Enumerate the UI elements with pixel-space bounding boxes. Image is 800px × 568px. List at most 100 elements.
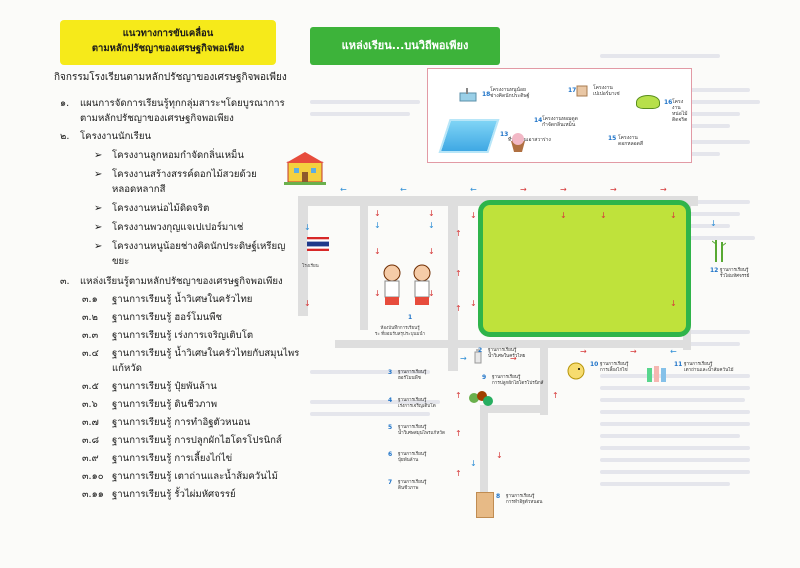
station-line: เตาถ่านและน้ำส้มควันไม้ — [684, 367, 734, 373]
station-number: 7 — [388, 479, 393, 486]
direction-arrow-icon: ↓ — [560, 211, 567, 220]
faint-text-line — [600, 398, 745, 402]
direction-arrow-icon: ↑ — [455, 269, 462, 278]
direction-arrow-icon: ↓ — [374, 247, 381, 256]
direction-arrow-icon: ↓ — [600, 211, 607, 220]
station-number: ๓.๘ — [82, 435, 100, 446]
direction-arrow-icon: ↓ — [496, 451, 503, 460]
intro-heading: กิจกรรมโรงเรียนตามหลักปรัชญาของเศรษฐกิจพ… — [54, 72, 287, 83]
faint-text-line — [310, 112, 410, 116]
station-list-item: ๓.๗ ฐานการเรียนรู้ การทำอิฐตัวหนอน — [82, 415, 300, 430]
station-line: การทำอิฐตัวหนอน — [506, 499, 543, 505]
worm-brick-icon — [476, 492, 494, 518]
title-line-1: แนวทางการขับเคลื่อน — [122, 28, 214, 39]
direction-arrow-icon: ↓ — [304, 223, 311, 232]
direction-arrow-icon: ↓ — [428, 209, 435, 218]
direction-arrow-icon: ↑ — [552, 391, 559, 400]
station-number: ๓.๗ — [82, 417, 99, 428]
flower-icon — [511, 133, 525, 152]
station-list-item: ๓.๖ ฐานการเรียนรู้ ดินชีวภาพ — [82, 397, 300, 412]
legend-14: โครงงานหอมดูดกำจัดกลิ่นเหม็น — [542, 116, 578, 128]
station-text: ฐานการเรียนรู้ น้ำวิเศษในครัวไทยกับสมุนไ… — [112, 348, 300, 359]
station-line: เร่งการเจริญเติบโต — [398, 403, 436, 409]
title-line-2: ตามหลักปรัชญาของเศรษฐกิจพอเพียง — [91, 43, 245, 54]
faint-text-line — [600, 458, 750, 462]
station-line: การเลี้ยงไก่ไข่ — [600, 367, 628, 373]
outline-item-1: ๑. แผนการจัดการเรียนรู้ทุกกลุ่มสาระฯโดยบ… — [60, 96, 300, 126]
station-number: ๓.๒ — [82, 312, 98, 323]
station-line: ปุ๋ยพันล้าน — [398, 457, 419, 463]
station-text: ฐานการเรียนรู้ ดินชีวภาพ — [112, 399, 218, 410]
faint-text-line — [310, 370, 430, 374]
vegetables-icon — [469, 391, 493, 406]
station-list-item: ๓.๔ฐานการเรียนรู้ น้ำวิเศษในครัวไทยกับสม… — [82, 346, 300, 376]
bottle-icon — [474, 349, 482, 364]
bamboo-shoot-icon — [636, 95, 660, 109]
direction-arrow-icon: ↑ — [455, 469, 462, 478]
station-list: ๓.๑ฐานการเรียนรู้ น้ำวิเศษในครัวไทย๓.๒ฐา… — [82, 292, 300, 502]
direction-arrow-icon: ← — [670, 347, 677, 356]
station-line: ฐานการเรียนรู้ — [506, 494, 535, 499]
station-list-item: ๓.๑ฐานการเรียนรู้ น้ำวิเศษในครัวไทย — [82, 292, 300, 307]
station-line: ดินชีวภาพ — [398, 485, 419, 491]
direction-arrow-icon: ↓ — [670, 211, 677, 220]
legend-num-14: 14 — [534, 117, 543, 124]
station-number: ๓.๙ — [82, 453, 99, 464]
legend-15: โครงงานดอกหลอดสี — [618, 135, 643, 147]
faint-text-line — [310, 412, 430, 416]
sports-field — [478, 200, 691, 337]
direction-arrow-icon: → — [630, 347, 637, 356]
legend-17: โครงงานเปเปอร์มาเช่ — [593, 85, 620, 97]
bamboo-icon — [712, 240, 726, 262]
road — [298, 196, 308, 316]
station-line: ฐานการเรียนรู้ — [398, 425, 427, 430]
station-text: ฐานการเรียนรู้ การทำอิฐตัวหนอน — [112, 417, 251, 428]
arrow-bullet-icon: ➢ — [94, 150, 103, 161]
direction-arrow-icon: ↓ — [710, 219, 717, 228]
project-item: ➢โครงงานหน่อไม้ดิดจริต — [94, 203, 210, 214]
faint-text-line — [310, 400, 440, 404]
station-number: 8 — [496, 493, 501, 500]
direction-arrow-icon: ↓ — [374, 289, 381, 298]
station-text: ฐานการเรียนรู้ เตาถ่านและน้ำส้มควันไม้ — [112, 471, 278, 482]
station-number: 12 — [710, 267, 719, 274]
station-line: ฐานการเรียนรู้ — [600, 362, 629, 367]
legend-13: ที่ปูอรบันเอาสวาร่าง — [508, 137, 551, 143]
station-line: ฐานการเรียนรู้ — [488, 348, 517, 353]
station-number: ๓.๕ — [82, 381, 99, 392]
arrow-bullet-icon: ➢ — [94, 241, 103, 252]
road — [448, 340, 688, 348]
outline-item-3: ๓. แหล่งเรียนรู้ตามหลักปรัชญาของเศรษฐกิจ… — [60, 274, 300, 289]
vinegar-bottles-icon — [647, 366, 666, 382]
road — [360, 200, 368, 330]
station-line: ฐานการเรียนรู้ — [720, 268, 749, 273]
pool-icon — [438, 119, 500, 153]
station-list-item: ๓.๙ฐานการเรียนรู้ การเลี้ยงไก่ไข่ — [82, 451, 300, 466]
left-title-box: แนวทางการขับเคลื่อน ตามหลักปรัชญาของเศรษ… — [60, 20, 276, 65]
station-number: 10 — [590, 361, 599, 368]
station-text-cont: แก้หวัด — [112, 363, 142, 374]
outline-list: ๑. แผนการจัดการเรียนรู้ทุกกลุ่มสาระฯโดยบ… — [60, 96, 300, 502]
station-list-item: ๓.๑๑ฐานการเรียนรู้ รั้วไผ่มหัศจรรย์ — [82, 487, 300, 502]
direction-arrow-icon: ← — [340, 185, 347, 194]
project-item: ➢โครงงานพวงกุญแจเปเปอร์มาเช่ — [94, 222, 244, 233]
project-item: ➢โครงงานลูกหอมกำจัดกลิ่นเหม็น — [94, 150, 244, 161]
station-number: ๓.๑๑ — [82, 489, 104, 500]
item-number: ๓. — [60, 276, 70, 287]
station-text: ฐานการเรียนรู้ ฮอร์โมนพืช — [112, 312, 223, 323]
road — [480, 405, 548, 413]
direction-arrow-icon: ← — [400, 185, 407, 194]
station-text: ฐานการเรียนรู้ น้ำวิเศษในครัวไทย — [112, 294, 253, 305]
direction-arrow-icon: → — [560, 185, 567, 194]
direction-arrow-icon: → — [610, 185, 617, 194]
students-icon — [383, 264, 431, 305]
direction-arrow-icon: ↓ — [470, 459, 477, 468]
station-line: การปลูกผักไฮโดรโปรนิกส์ — [492, 380, 544, 386]
legend-num-16: 16 — [664, 99, 673, 106]
station-number: ๓.๖ — [82, 399, 98, 410]
direction-arrow-icon: ↑ — [455, 304, 462, 313]
sink-icon — [459, 88, 477, 102]
